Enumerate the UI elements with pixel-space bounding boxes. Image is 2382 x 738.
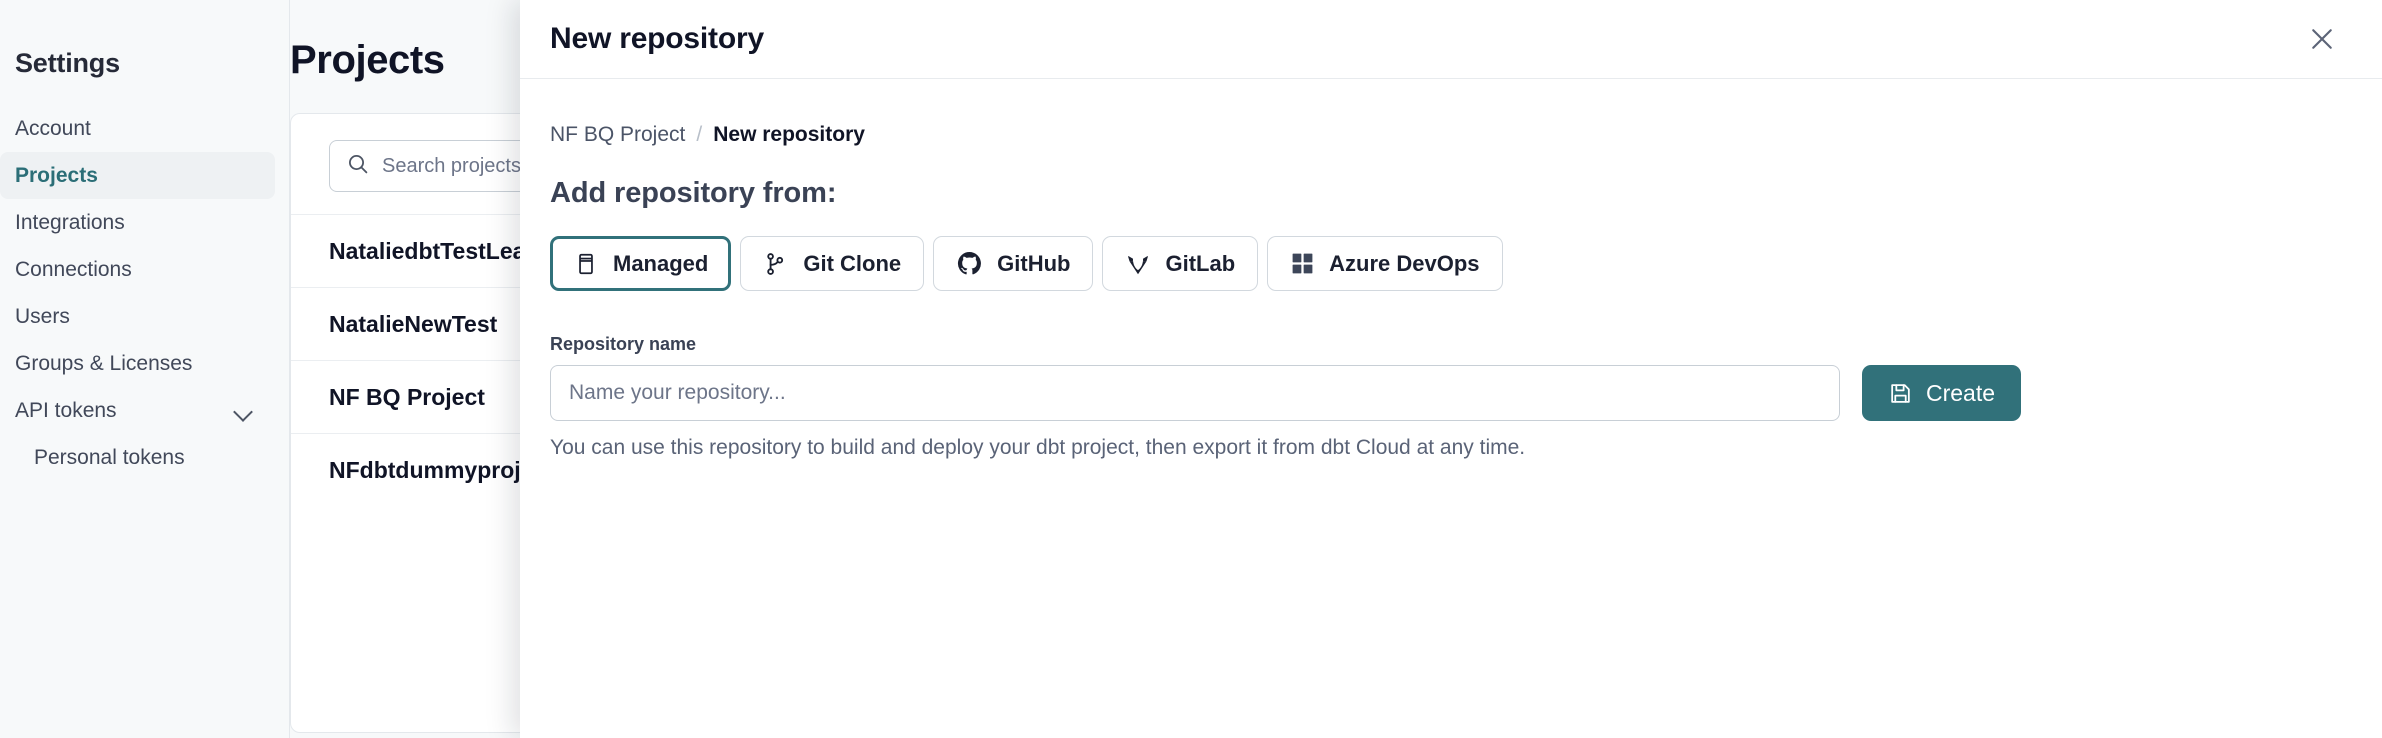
github-icon [956, 250, 983, 277]
source-option-managed[interactable]: Managed [550, 236, 732, 291]
repository-name-label: Repository name [550, 334, 697, 354]
source-option-gitlab[interactable]: GitLab [1102, 236, 1259, 291]
add-repository-from-heading: Add repository from: [550, 177, 837, 209]
close-icon[interactable] [2300, 17, 2344, 61]
breadcrumb-parent-link[interactable]: NF BQ Project [550, 123, 686, 146]
project-name: NF BQ Project [329, 383, 485, 410]
modal-header: New repository [520, 0, 2382, 79]
git-branch-icon [763, 251, 789, 277]
sidebar-item-integrations[interactable]: Integrations [0, 199, 275, 246]
source-option-label: GitLab [1165, 250, 1236, 276]
project-name: NatalieNewTest [329, 310, 498, 337]
source-option-label: Git Clone [803, 250, 902, 276]
sidebar-item-label: Projects [15, 163, 98, 187]
azure-devops-icon [1290, 251, 1315, 276]
repository-name-input[interactable] [550, 365, 1840, 421]
sidebar-title: Settings [15, 48, 120, 78]
source-option-github[interactable]: GitHub [933, 236, 1094, 291]
sidebar-item-label: Connections [15, 257, 132, 281]
sidebar-item-label: Account [15, 116, 91, 140]
new-repository-modal: New repository NF BQ Project / New repos… [520, 0, 2382, 738]
chevron-down-icon[interactable] [233, 400, 255, 422]
search-icon [346, 152, 370, 181]
modal-body: NF BQ Project / New repository Add repos… [520, 79, 2382, 460]
page-title: Projects [290, 38, 445, 82]
sidebar-item-label: Personal tokens [34, 445, 185, 469]
gitlab-icon [1125, 251, 1151, 277]
source-option-git-clone[interactable]: Git Clone [740, 236, 925, 291]
sidebar-item-users[interactable]: Users [0, 293, 275, 340]
sidebar-item-api-tokens[interactable]: API tokens [0, 387, 275, 434]
breadcrumb-current: New repository [713, 123, 865, 146]
sidebar-item-label: Groups & Licenses [15, 351, 193, 375]
create-button-label: Create [1926, 379, 1996, 406]
source-option-label: Managed [613, 250, 709, 276]
sidebar-item-label: Integrations [15, 210, 125, 234]
database-icon [573, 251, 599, 277]
sidebar-item-projects[interactable]: Projects [0, 152, 275, 199]
save-icon [1888, 381, 1913, 406]
source-option-label: GitHub [997, 250, 1071, 276]
repository-name-row: You can use this repository to build and… [550, 365, 2352, 460]
breadcrumb: NF BQ Project / New repository [550, 123, 2352, 147]
repository-name-group: Repository name You can use this reposit… [550, 334, 2352, 460]
sidebar-item-label: Users [15, 304, 70, 328]
breadcrumb-separator: / [696, 123, 703, 146]
sidebar-item-personal-tokens[interactable]: Personal tokens [0, 434, 275, 481]
sidebar-item-connections[interactable]: Connections [0, 246, 275, 293]
repository-helper-text: You can use this repository to build and… [550, 436, 1526, 459]
sidebar-item-groups-licenses[interactable]: Groups & Licenses [0, 340, 275, 387]
sidebar-item-account[interactable]: Account [0, 105, 275, 152]
modal-title: New repository [550, 22, 764, 55]
repository-source-options: Managed Git Clone GitHub GitLab Azure DevOps [550, 236, 2352, 291]
source-option-label: Azure DevOps [1329, 250, 1480, 276]
create-button[interactable]: Create [1862, 365, 2022, 421]
project-name: NFdbtdummyproject [329, 456, 554, 483]
source-option-azure-devops[interactable]: Azure DevOps [1267, 236, 1503, 291]
project-row[interactable]: NF BQ Project [291, 360, 1349, 433]
sidebar-item-label: API tokens [15, 398, 117, 422]
